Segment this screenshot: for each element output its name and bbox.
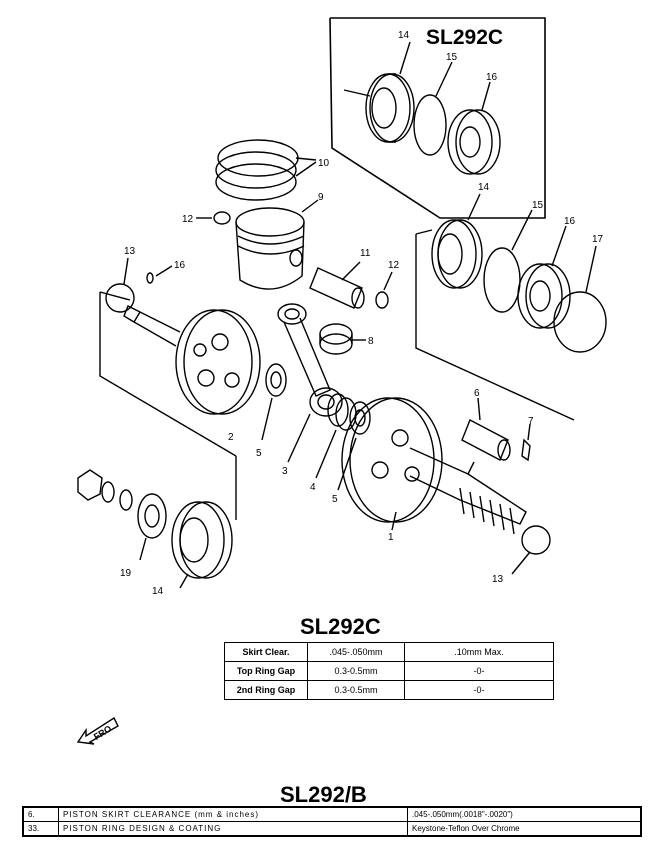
callout-7: 7 [528, 416, 534, 427]
spec-sl292c-table: Skirt Clear. .045-.050mm .10mm Max. Top … [224, 642, 554, 700]
callout-17: 17 [592, 234, 604, 245]
left-crank-half-icon [123, 305, 261, 415]
spec-extra: -0- [404, 661, 554, 681]
callout-9: 9 [318, 192, 324, 203]
crank-pin-icon [461, 419, 511, 461]
callout-14-inset: 14 [398, 30, 410, 41]
callout-1: 1 [388, 532, 394, 543]
spec-sl292b-title: SL292/B [280, 782, 367, 807]
callout-15-right: 15 [532, 200, 544, 211]
spec-label: PISTON RING DESIGN & COATING [58, 821, 408, 837]
spec-sl292b-table: 6. PISTON SKIRT CLEARANCE (mm & inches) … [22, 806, 642, 837]
spec-value: .045-.050mm(.0018"-.0020") [407, 806, 642, 822]
table-row: 33. PISTON RING DESIGN & COATING Keyston… [22, 821, 642, 837]
spec-value: .045-.050mm [307, 642, 405, 662]
callout-13-top: 13 [124, 246, 136, 257]
spec-extra: .10mm Max. [404, 642, 554, 662]
main-bearing-icon [171, 501, 233, 579]
callout-12-left: 12 [182, 214, 194, 225]
table-row: 6. PISTON SKIRT CLEARANCE (mm & inches) … [22, 806, 642, 822]
spec-sl292c-title: SL292C [300, 614, 381, 639]
callout-6: 6 [474, 388, 480, 399]
spec-label: Skirt Clear. [224, 642, 308, 662]
spec-num: 33. [22, 821, 59, 837]
connecting-rod-icon [277, 303, 343, 417]
circlip-icon [213, 211, 231, 225]
right-crank-half-icon [341, 397, 527, 535]
piston-pin-icon [309, 267, 365, 309]
callout-8: 8 [368, 336, 374, 347]
callout-16-inset: 16 [486, 72, 498, 83]
spec-num: 6. [22, 806, 59, 822]
callout-5-right: 5 [332, 494, 338, 505]
callout-10: 10 [318, 158, 330, 169]
nut-washer-icon [77, 469, 133, 511]
callout-14-bottom: 14 [152, 586, 164, 597]
spec-value: Keystone-Teflon Over Chrome [407, 821, 642, 837]
bearing-icon [431, 219, 483, 289]
callout-16-left: 16 [174, 260, 186, 271]
inset-box [329, 17, 546, 219]
spec-value: 0.3-0.5mm [307, 680, 405, 700]
front-arrow-icon: FRO [76, 716, 119, 745]
crank-seal-icon [137, 493, 167, 539]
inset-seal-icon [447, 109, 501, 175]
inset-circlip-icon [413, 94, 447, 156]
callout-19: 19 [120, 568, 132, 579]
piston-rings-icon [215, 139, 299, 201]
callout-13-bottom: 13 [492, 574, 504, 585]
inset-bearing-icon [365, 73, 415, 143]
oil-seal-icon [517, 263, 571, 329]
callout-3: 3 [282, 466, 288, 477]
table-row: Skirt Clear. .045-.050mm .10mm Max. [224, 642, 554, 662]
callout-2: 2 [228, 432, 234, 443]
callout-5-left: 5 [256, 448, 262, 459]
callout-15-inset: 15 [446, 52, 458, 63]
callout-16-right: 16 [564, 216, 576, 227]
callout-4: 4 [310, 482, 316, 493]
inset-title: SL292C [426, 26, 504, 49]
needle-bearing-icon [319, 323, 353, 355]
big-end-bearing-icon [327, 393, 357, 431]
callout-14-right: 14 [478, 182, 490, 193]
table-row: Top Ring Gap 0.3-0.5mm -0- [224, 661, 554, 681]
table-row: 2nd Ring Gap 0.3-0.5mm -0- [224, 680, 554, 700]
callout-12-right: 12 [388, 260, 400, 271]
spec-label: PISTON SKIRT CLEARANCE (mm & inches) [58, 806, 408, 822]
spec-value: 0.3-0.5mm [307, 661, 405, 681]
spec-label: 2nd Ring Gap [224, 680, 308, 700]
piston-icon [235, 207, 305, 290]
spec-label: Top Ring Gap [224, 661, 308, 681]
callout-11: 11 [360, 248, 371, 259]
spec-extra: -0- [404, 680, 554, 700]
